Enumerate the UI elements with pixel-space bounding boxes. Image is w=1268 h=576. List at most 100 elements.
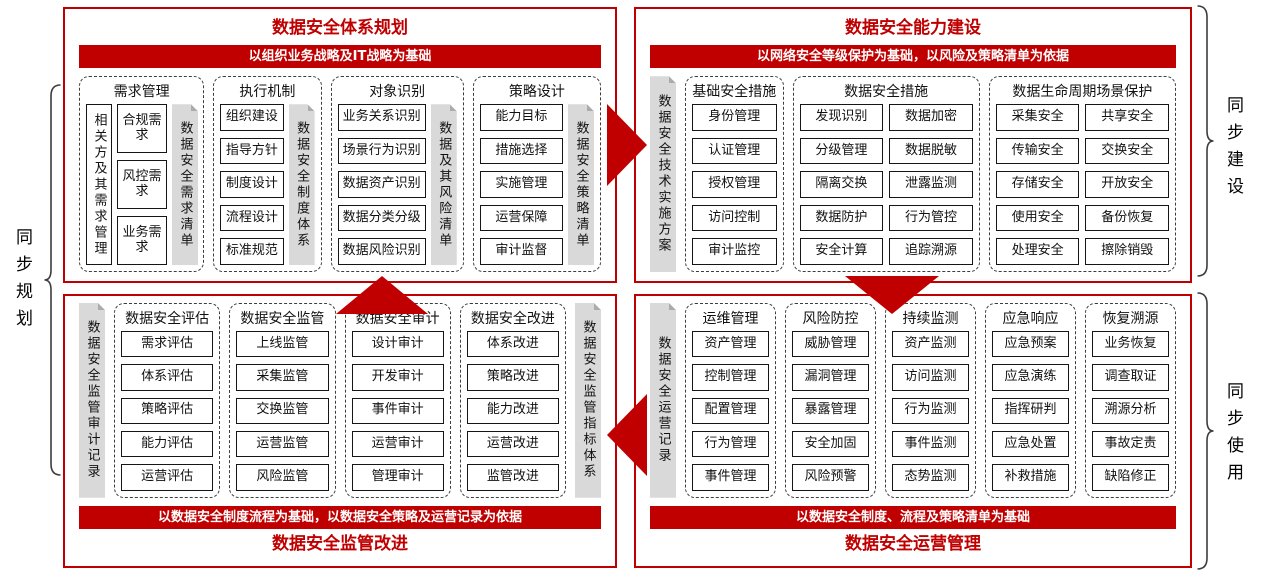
item-box: 策略改进: [466, 364, 559, 391]
quadrant-title: 数据安全运营管理: [845, 534, 981, 555]
group-box: 对象识别业务关系识别场景行为识别数据资产识别数据分类分级数据风险识别数据及其风险…: [330, 76, 464, 272]
item-box: 运营改进: [466, 431, 559, 458]
item-box: 传输安全: [995, 137, 1080, 165]
item-box: 隔离交换: [799, 171, 884, 198]
item-box: 应急演练: [992, 364, 1069, 391]
vertical-text-label: 数据安全制度体系: [294, 120, 310, 249]
output-list-bar: 数据安全需求清单: [172, 104, 198, 265]
item-column: 数据加密数据脱敏泄露监测行为管控追踪溯源: [889, 104, 973, 265]
item-box: 业务关系识别: [337, 104, 426, 131]
item-box: 运营评估: [121, 464, 214, 491]
item-box: 数据风险识别: [337, 238, 426, 265]
group-body: 体系改进策略改进能力改进运营改进监管改进: [466, 331, 559, 491]
group-body: 组织建设指导方针制度设计流程设计标准规范数据安全制度体系: [220, 104, 314, 265]
item-column: 能力目标措施选择实施管理运营保障审计监督: [479, 104, 563, 265]
item-box: 风控需求: [117, 160, 167, 210]
quadrant-banner: 以网络安全等级保护为基础，以风险及策略清单为依据: [650, 44, 1176, 69]
output-list-bar: 数据安全监管审计记录: [79, 303, 105, 498]
item-box: 溯源分析: [1092, 397, 1169, 425]
output-list-bar: 数据安全技术实施方案: [650, 76, 676, 272]
item-box: 交换安全: [1085, 137, 1170, 165]
item-box: 运营监管: [236, 431, 329, 458]
item-box: 处理安全: [995, 238, 1080, 265]
quadrant-content: 数据安全监管审计记录数据安全评估需求评估体系评估策略评估能力评估运营评估数据安全…: [79, 303, 601, 498]
item-box: 体系评估: [121, 364, 214, 391]
group-header: 策略设计: [508, 84, 565, 101]
output-list-bar: 数据安全制度体系: [289, 104, 315, 265]
item-column: 应急预案应急演练指挥研判应急处置补救措施: [992, 331, 1069, 491]
quadrant-title: 数据安全能力建设: [845, 18, 981, 38]
group-body: 设计审计开发审计事件审计运营审计管理审计: [351, 331, 444, 491]
group-body: 采集安全传输安全存储安全使用安全处理安全共享安全交换安全开放安全备份恢复擦除销毁: [995, 104, 1170, 265]
vertical-text-label: 数据安全需求清单: [177, 120, 193, 249]
right-bottom-brace-bracket-icon: [1197, 292, 1214, 570]
group-body: 上线监管采集监管交换监管运营监管风险监管: [236, 331, 329, 491]
item-column: 发现识别分级管理隔离交换数据防护安全计算: [799, 104, 884, 265]
item-box: 态势监测: [892, 464, 969, 491]
item-box: 指导方针: [220, 137, 284, 165]
item-box: 行为监测: [892, 397, 969, 425]
item-box: 安全加固: [792, 431, 869, 458]
item-box: 业务需求: [117, 216, 167, 265]
item-box: 威胁管理: [792, 331, 869, 358]
item-box: 数据加密: [889, 104, 973, 131]
quadrant-banner: 以数据安全制度流程为基础，以数据安全策略及运营记录为依据: [79, 505, 601, 530]
vertical-text-label: 数据安全技术实施方案: [655, 94, 671, 255]
item-box: 实施管理: [479, 171, 563, 198]
output-list-bar: 数据安全运营记录: [650, 303, 676, 498]
group-body: 资产监测访问监测行为监测事件监测态势监测: [892, 331, 969, 491]
quadrant-plan: 数据安全体系规划以组织业务战略及IT战略为基础需求管理相关方及其需求管理合规需求…: [63, 7, 617, 283]
quadrant-title: 数据安全体系规划: [272, 18, 408, 38]
item-box: 发现识别: [799, 104, 884, 131]
item-box: 行为管理: [692, 431, 769, 458]
item-box: 措施选择: [479, 137, 563, 165]
right-top-brace-bracket-icon: [1197, 5, 1214, 277]
item-box: 数据脱敏: [889, 137, 973, 165]
group-body: 相关方及其需求管理合规需求风控需求业务需求数据安全需求清单: [86, 104, 197, 265]
group-body: 发现识别分级管理隔离交换数据防护安全计算数据加密数据脱敏泄露监测行为管控追踪溯源: [799, 104, 973, 265]
item-box: 认证管理: [692, 137, 777, 165]
group-body: 威胁管理漏洞管理暴露管理安全加固风险预警: [792, 331, 869, 491]
group-body: 资产管理控制管理配置管理行为管理事件管理: [692, 331, 769, 491]
group-box: 应急响应应急预案应急演练指挥研判应急处置补救措施: [985, 303, 1076, 498]
item-column: 业务关系识别场景行为识别数据资产识别数据分类分级数据风险识别: [337, 104, 426, 265]
item-box: 控制管理: [692, 364, 769, 391]
group-header: 恢复溯源: [1102, 311, 1159, 327]
group-box: 数据安全评估需求评估体系评估策略评估能力评估运营评估: [114, 303, 221, 498]
side-label-sync-building: 同步建设: [1223, 96, 1243, 204]
output-list-bar: 数据安全策略清单: [568, 104, 594, 265]
group-box: 数据安全审计设计审计开发审计事件审计运营审计管理审计: [344, 303, 451, 498]
item-column: 身份管理认证管理授权管理访问控制审计监控: [692, 104, 777, 265]
vertical-text-label: 数据安全监管审计记录: [84, 320, 100, 481]
item-box: 运营审计: [351, 431, 444, 458]
item-column: 资产管理控制管理配置管理行为管理事件管理: [692, 331, 769, 491]
item-column: 设计审计开发审计事件审计运营审计管理审计: [351, 331, 444, 491]
group-header: 数据安全审计: [355, 311, 440, 327]
side-label-sync-planning: 同步规划: [12, 228, 32, 336]
group-box: 运维管理资产管理控制管理配置管理行为管理事件管理: [685, 303, 776, 498]
item-column: 合规需求风控需求业务需求: [117, 104, 167, 265]
group-body: 能力目标措施选择实施管理运营保障审计监督数据安全策略清单: [479, 104, 594, 265]
quadrant-operate: 数据安全运营记录运维管理资产管理控制管理配置管理行为管理事件管理风险防控威胁管理…: [634, 294, 1192, 568]
vertical-side-box: 相关方及其需求管理: [86, 104, 112, 265]
quadrant-build: 数据安全能力建设以网络安全等级保护为基础，以风险及策略清单为依据数据安全技术实施…: [634, 7, 1192, 283]
group-body: 需求评估体系评估策略评估能力评估运营评估: [121, 331, 214, 491]
item-box: 暴露管理: [792, 397, 869, 425]
item-box: 指挥研判: [992, 397, 1069, 425]
item-box: 行为管控: [889, 204, 973, 232]
item-box: 事件监测: [892, 431, 969, 458]
group-box: 风险防控威胁管理漏洞管理暴露管理安全加固风险预警: [785, 303, 876, 498]
item-box: 使用安全: [995, 204, 1080, 232]
vertical-text-label: 数据及其风险清单: [436, 120, 452, 249]
group-box: 恢复溯源业务恢复调查取证溯源分析事故定责缺陷修正: [1085, 303, 1176, 498]
quadrant-content: 数据安全技术实施方案基础安全措施身份管理认证管理授权管理访问控制审计监控数据安全…: [650, 76, 1177, 272]
left-brace-bracket-icon: [44, 84, 61, 476]
item-box: 采集监管: [236, 364, 329, 391]
group-box: 数据安全监管上线监管采集监管交换监管运营监管风险监管: [229, 303, 336, 498]
item-box: 事件管理: [692, 464, 769, 491]
group-header: 风险防控: [802, 311, 859, 327]
item-box: 数据资产识别: [337, 171, 426, 198]
item-column: 共享安全交换安全开放安全备份恢复擦除销毁: [1085, 104, 1170, 265]
item-box: 策略评估: [121, 397, 214, 425]
vertical-text-label: 数据安全运营记录: [655, 336, 671, 465]
